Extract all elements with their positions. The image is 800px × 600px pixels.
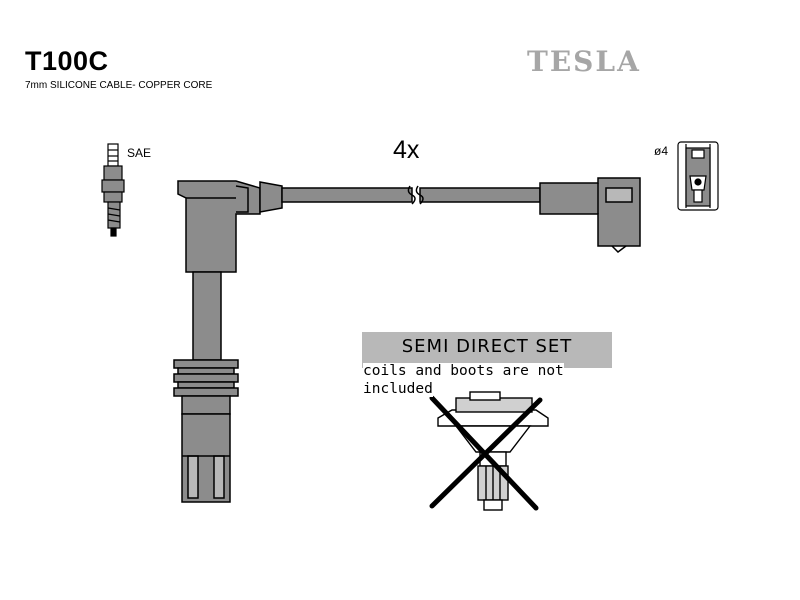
semi-direct-set-banner: SEMI DIRECT SET <box>362 332 612 368</box>
note-text: coils and boots are not included <box>363 363 564 397</box>
terminal-label: ø4 <box>654 144 669 158</box>
spark-plug-label: SAE <box>127 146 152 160</box>
quantity-label: 4x <box>393 136 420 164</box>
ignition-cable <box>173 177 641 503</box>
coils-not-included-note: coils and boots are not included <box>363 362 613 398</box>
spark-plug-icon <box>101 143 125 237</box>
brand-logo: TESLA <box>527 45 641 78</box>
cable-description: 7mm SILICONE CABLE- COPPER CORE <box>25 80 213 91</box>
terminal-connector-icon <box>677 141 719 211</box>
ignition-coil-crossed-icon <box>429 391 549 511</box>
part-number: T100C <box>25 46 109 76</box>
